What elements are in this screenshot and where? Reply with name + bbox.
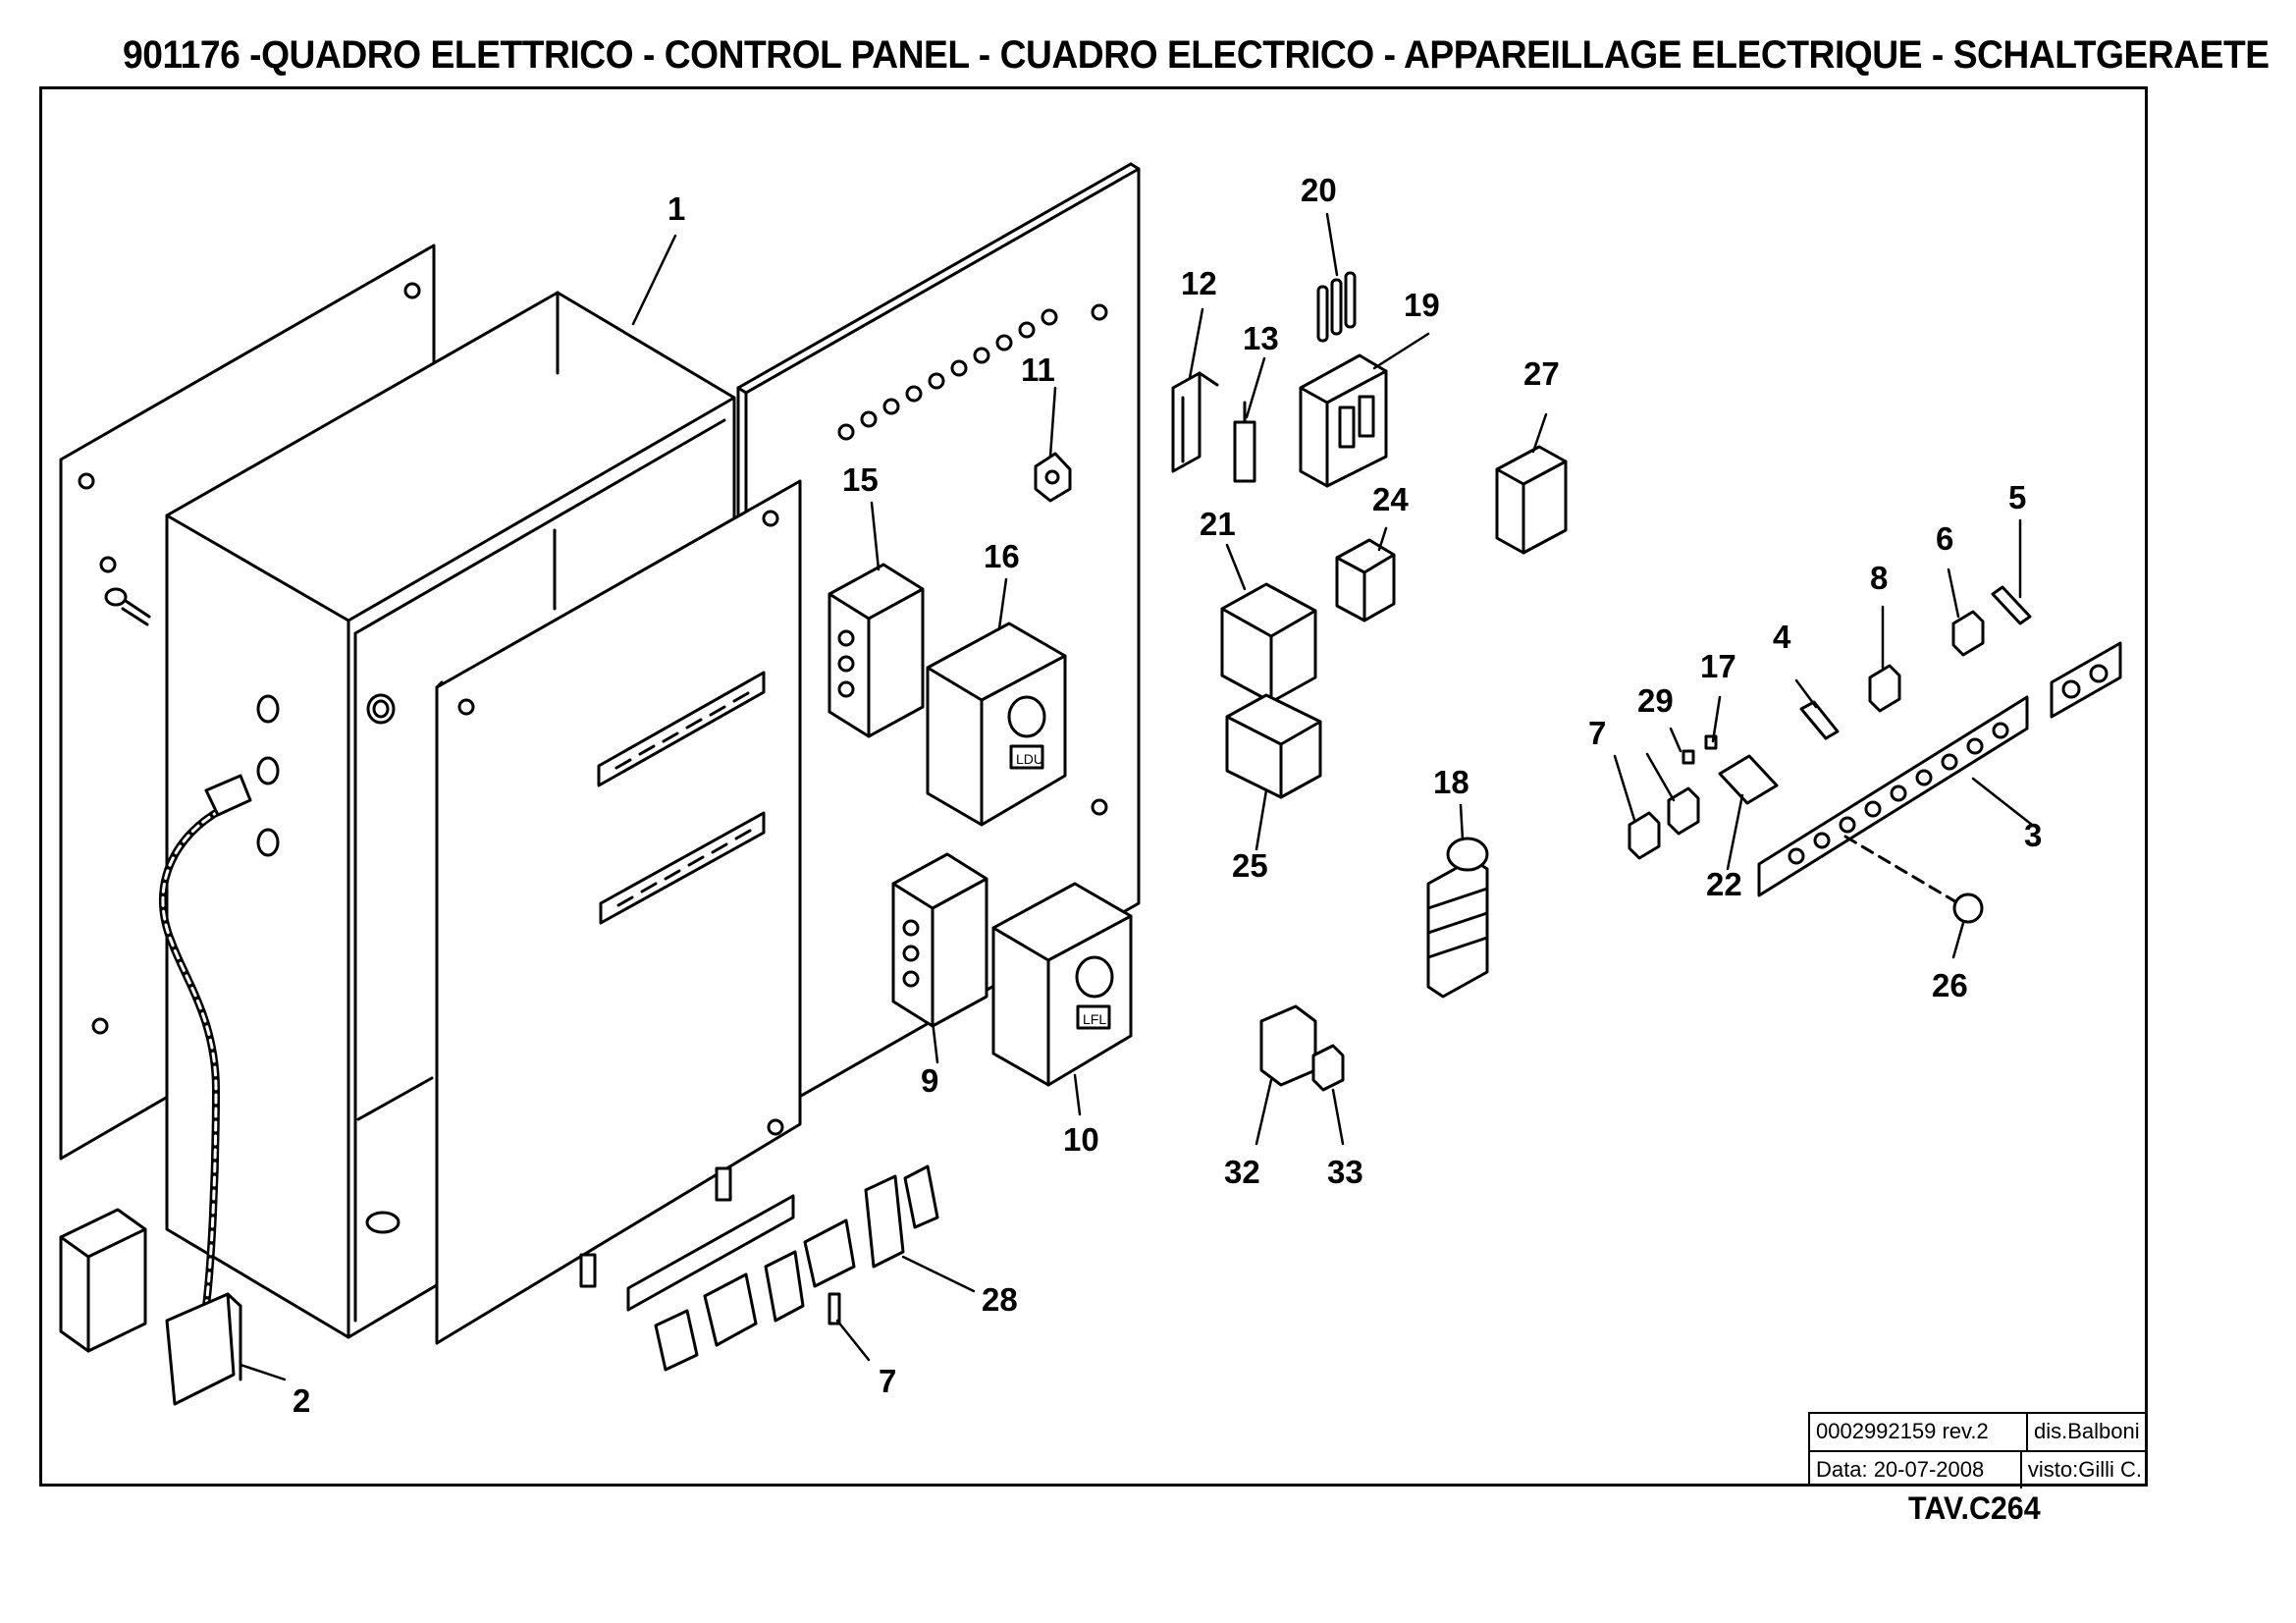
- callout-7-terminal: 7: [879, 1363, 896, 1399]
- title-block-row-2: Data: 20-07-2008 visto:Gilli C.: [1810, 1450, 2148, 1488]
- drawing-code: TAV.C264: [1908, 1490, 2041, 1526]
- fuses-20: [1316, 271, 1357, 343]
- callout-1: 1: [667, 190, 685, 227]
- led-hole-row: [837, 308, 1058, 441]
- callout-9: 9: [921, 1062, 938, 1099]
- cable-gland-connector: [59, 774, 252, 1406]
- callout-26: 26: [1932, 967, 1968, 1003]
- din-rail-lower: [599, 811, 766, 925]
- leader-lines: [239, 212, 2034, 1381]
- relay-base-9: [891, 852, 988, 1028]
- title-block: 0002992159 rev.2 dis.Balboni Data: 20-07…: [1808, 1412, 2148, 1488]
- indicator-strip-3: [1757, 641, 2122, 924]
- callout-25: 25: [1232, 847, 1268, 884]
- lfl-label: LFL: [1083, 1011, 1106, 1027]
- callout-11: 11: [1021, 352, 1055, 388]
- ldu-label: LDU: [1016, 751, 1043, 767]
- terminal-block-assembly: [626, 1164, 939, 1372]
- drawn-by: dis.Balboni: [2026, 1414, 2148, 1450]
- callout-29: 29: [1637, 682, 1674, 719]
- auxiliary-contact-24: [1335, 538, 1396, 622]
- page-title: 901176 -QUADRO ELETTRICO - CONTROL PANEL…: [123, 33, 2269, 77]
- callout-17: 17: [1700, 648, 1736, 684]
- callout-19: 19: [1404, 287, 1440, 323]
- overload-relay-25: [1225, 693, 1322, 799]
- checked-by: visto:Gilli C.: [2019, 1452, 2148, 1488]
- callout-27: 27: [1523, 355, 1560, 392]
- din-rail-upper: [597, 671, 766, 787]
- callout-6: 6: [1936, 520, 1953, 557]
- callout-13: 13: [1243, 320, 1279, 356]
- callout-22: 22: [1706, 866, 1742, 902]
- contactor-21: [1220, 582, 1317, 704]
- component-mounting-board: [736, 162, 1141, 1129]
- fuse-disconnector-19: [1299, 353, 1388, 488]
- terminal-32-33: [1259, 1004, 1345, 1092]
- callout-32: 32: [1224, 1154, 1260, 1190]
- circuit-breaker-27: [1495, 445, 1568, 555]
- callout-18: 18: [1433, 764, 1469, 800]
- control-box-lfl: LFL: [991, 882, 1133, 1087]
- din-bracket-12: [1171, 371, 1219, 473]
- title-block-row-1: 0002992159 rev.2 dis.Balboni: [1810, 1414, 2148, 1450]
- callout-7: 7: [1588, 715, 1606, 751]
- front-panel-plate: [435, 479, 802, 1345]
- callout-2: 2: [293, 1382, 310, 1419]
- callout-24: 24: [1372, 481, 1409, 517]
- callout-15: 15: [842, 461, 879, 498]
- callout-33: 33: [1327, 1154, 1363, 1190]
- callout-5: 5: [2008, 479, 2026, 515]
- standoff-spacers: [579, 1166, 732, 1288]
- switches-and-lamps: [1628, 585, 2032, 860]
- callout-20: 20: [1301, 172, 1337, 208]
- callout-16: 16: [984, 538, 1020, 574]
- fuse-holder-13: [1233, 401, 1256, 483]
- callout-12: 12: [1181, 265, 1217, 301]
- callout-8: 8: [1870, 560, 1888, 596]
- callout-28: 28: [982, 1281, 1018, 1318]
- drawing-date: Data: 20-07-2008: [1816, 1457, 1985, 1482]
- relay-base-15: [828, 563, 925, 738]
- callout-3: 3: [2024, 817, 2042, 853]
- callout-numbers: 1 2 3 4 5 6 7 8 9 10 11 12 13 15 16 17 1…: [293, 172, 2042, 1419]
- selector-switch-18: [1426, 837, 1489, 999]
- callout-21: 21: [1200, 506, 1236, 542]
- callout-4: 4: [1773, 619, 1791, 655]
- cable-clip-11: [1034, 452, 1072, 503]
- drawing-frame: [39, 86, 2148, 1487]
- document-number: 0002992159 rev.2: [1816, 1419, 1989, 1443]
- control-box-ldu: LDU: [926, 622, 1067, 827]
- callout-10: 10: [1063, 1121, 1099, 1158]
